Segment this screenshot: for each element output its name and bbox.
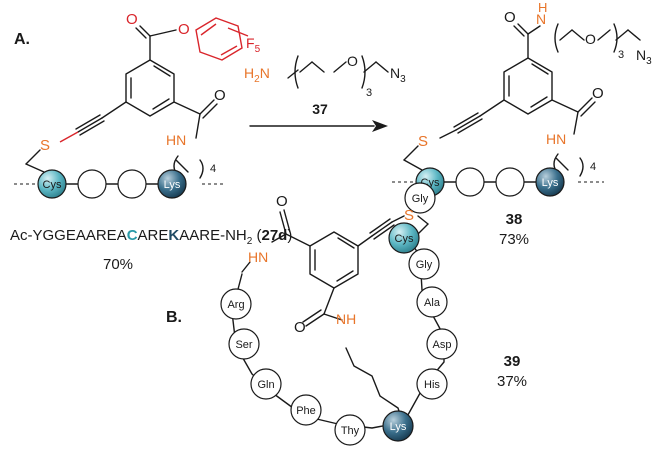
mc-node-gly2 [408,248,440,280]
mc-node-ala [416,286,448,318]
sm-f5-label: F5 [246,35,261,55]
reagent-n3: N3 [390,65,406,85]
sm-s-atom: S [40,137,50,154]
reagent-h2n: H2N [244,65,270,85]
p38-amide-hn: HN [546,131,566,147]
p38-top-n: N [536,11,546,27]
mc-node-his [416,368,448,400]
reagent-37-structure [287,55,389,89]
mc-node-lys [382,410,414,442]
mc-label-lys: Lys [390,421,407,433]
sm-repeat-4: 4 [210,163,216,175]
mc-node-arg [220,288,252,320]
mc-label-phe: Phe [296,405,316,417]
p38-amide-o: O [592,85,604,102]
sm-amide-n: HN [166,132,186,148]
panel-b-label: B. [166,309,182,326]
p38-yield: 73% [499,231,529,248]
p38-s-atom: S [418,133,428,150]
mc-label-his: His [424,379,440,391]
p39-compound-number: 39 [504,353,521,370]
sm-ester-o-carbonyl: O [126,11,138,28]
p38-top-h: H [538,0,547,15]
mc-node-cys [388,222,420,254]
mc-label-gly1: Gly [412,193,429,205]
p39-yield: 37% [497,373,527,390]
p38-res-lys: Lys [542,177,559,189]
mc-node-gly1 [404,182,436,214]
mc-left-hn: HN [248,249,268,265]
reagent-compound-number: 37 [312,101,328,117]
p38-n3: N3 [636,47,652,67]
p38-peg-o: O [585,31,596,47]
mc-s-atom: S [404,207,414,224]
mc-label-thy: Thy [341,425,360,437]
mc-label-gly2: Gly [416,259,433,271]
mc-label-asp: Asp [433,339,452,351]
mc-label-cys: Cys [395,233,414,245]
p38-repeat-4: 4 [590,161,596,173]
sm-res-lys: Lys [164,179,181,191]
reagent-repeat-3: 3 [366,87,372,99]
p38-top-o: O [504,9,516,26]
product-38-structure [392,23,641,197]
mc-node-thy [334,414,366,446]
reaction-arrow [249,120,388,132]
mc-label-arg: Arg [227,299,244,311]
panel-a-label: A. [14,31,30,48]
sm-res-cys: Cys [43,179,62,191]
mc-label-gln: Gln [257,379,274,391]
mc-left-o: O [276,193,288,210]
mc-node-ser [228,328,260,360]
mc-bottom-nh: NH [336,311,356,327]
p38-compound-number: 38 [506,211,523,228]
mc-node-phe [290,394,322,426]
mc-node-asp [426,328,458,360]
mc-label-ser: Ser [235,339,252,351]
reagent-o: O [347,53,358,69]
p38-peg-repeat-3: 3 [618,49,624,61]
sm-yield: 70% [103,256,133,273]
sm-sequence: Ac-YGGEAAREACAREKAARE-NH2 (27d) [10,227,292,247]
mc-node-gln [250,368,282,400]
sm-ester-o-link: O [178,21,190,38]
sm-amide-o: O [214,87,226,104]
mc-label-ala: Ala [424,297,441,309]
mc-bottom-o: O [294,319,306,336]
starting-material-structure [14,17,249,199]
